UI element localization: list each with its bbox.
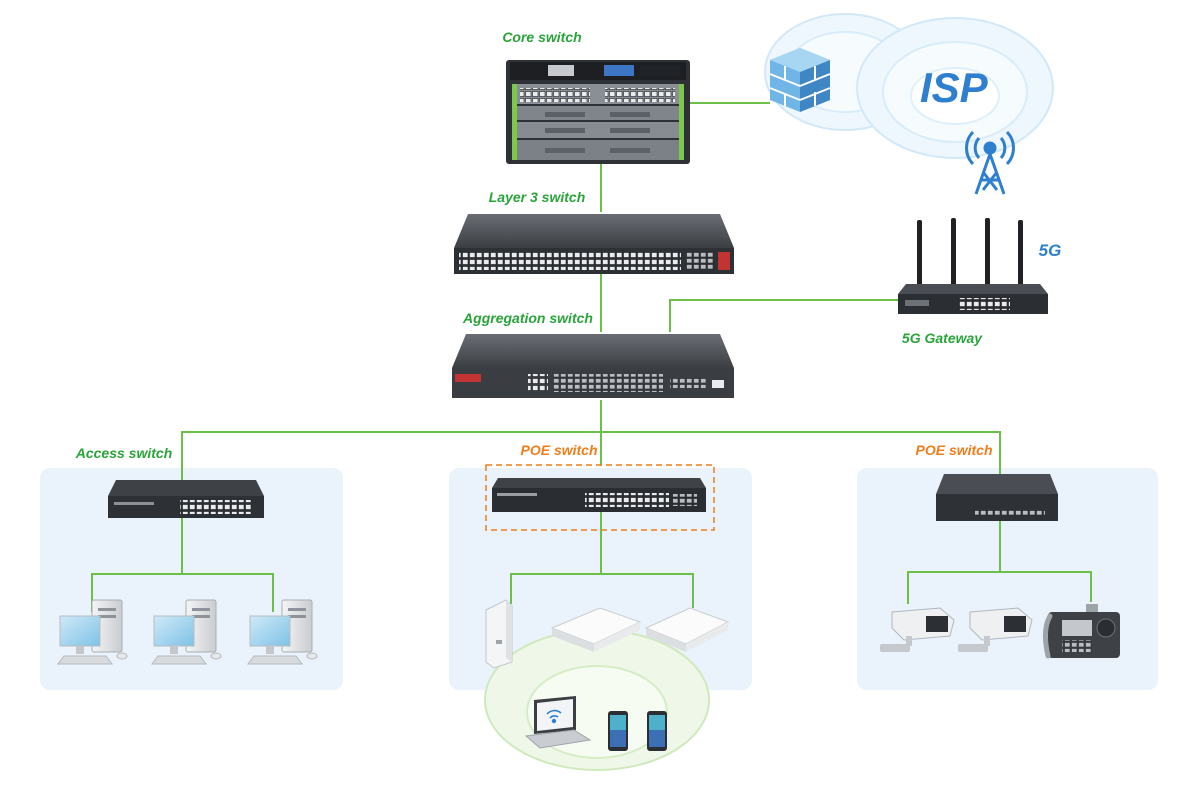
core-switch-label: Core switch [502, 29, 581, 45]
layer3-switch-label: Layer 3 switch [489, 189, 586, 205]
access-point-icon [550, 607, 642, 652]
poe-switch-right-device [936, 474, 1058, 521]
ip-phone-icon [1042, 604, 1120, 659]
fiveg-badge: 5G [1039, 241, 1062, 260]
aggregation-switch-label: Aggregation switch [462, 310, 593, 326]
laptop-icon [524, 696, 592, 749]
isp-cloud [764, 13, 1054, 159]
poe-switch-middle-label: POE switch [520, 442, 597, 458]
firewall-icon [769, 48, 831, 112]
ip-camera-icon [880, 607, 955, 652]
desktop-pc-icon [247, 599, 318, 665]
poe-switch-middle-device [492, 478, 706, 512]
wifi-icon [546, 709, 562, 724]
layer3-switch-device [454, 214, 734, 274]
poe-switch-right-label: POE switch [915, 442, 992, 458]
smartphone-icon [647, 711, 667, 751]
connections [91, 102, 1092, 612]
access-point-icon [644, 607, 730, 652]
desktop-pc-icon [57, 599, 128, 665]
gateway-label: 5G Gateway [902, 330, 983, 346]
cell-tower-icon [965, 130, 1015, 195]
access-switch-device [108, 480, 264, 518]
desktop-pc-icon [151, 599, 222, 665]
access-switch-label: Access switch [75, 445, 173, 461]
wifi-coverage [484, 629, 710, 771]
access-point-icon [485, 599, 513, 669]
ip-camera-icon [958, 607, 1033, 652]
smartphone-icon [608, 711, 628, 751]
core-switch-device [506, 60, 690, 164]
aggregation-switch-device [452, 334, 734, 398]
poe-switch-highlight-box [485, 464, 715, 531]
gateway-5g-device [898, 218, 1048, 314]
isp-label: ISP [920, 64, 989, 111]
